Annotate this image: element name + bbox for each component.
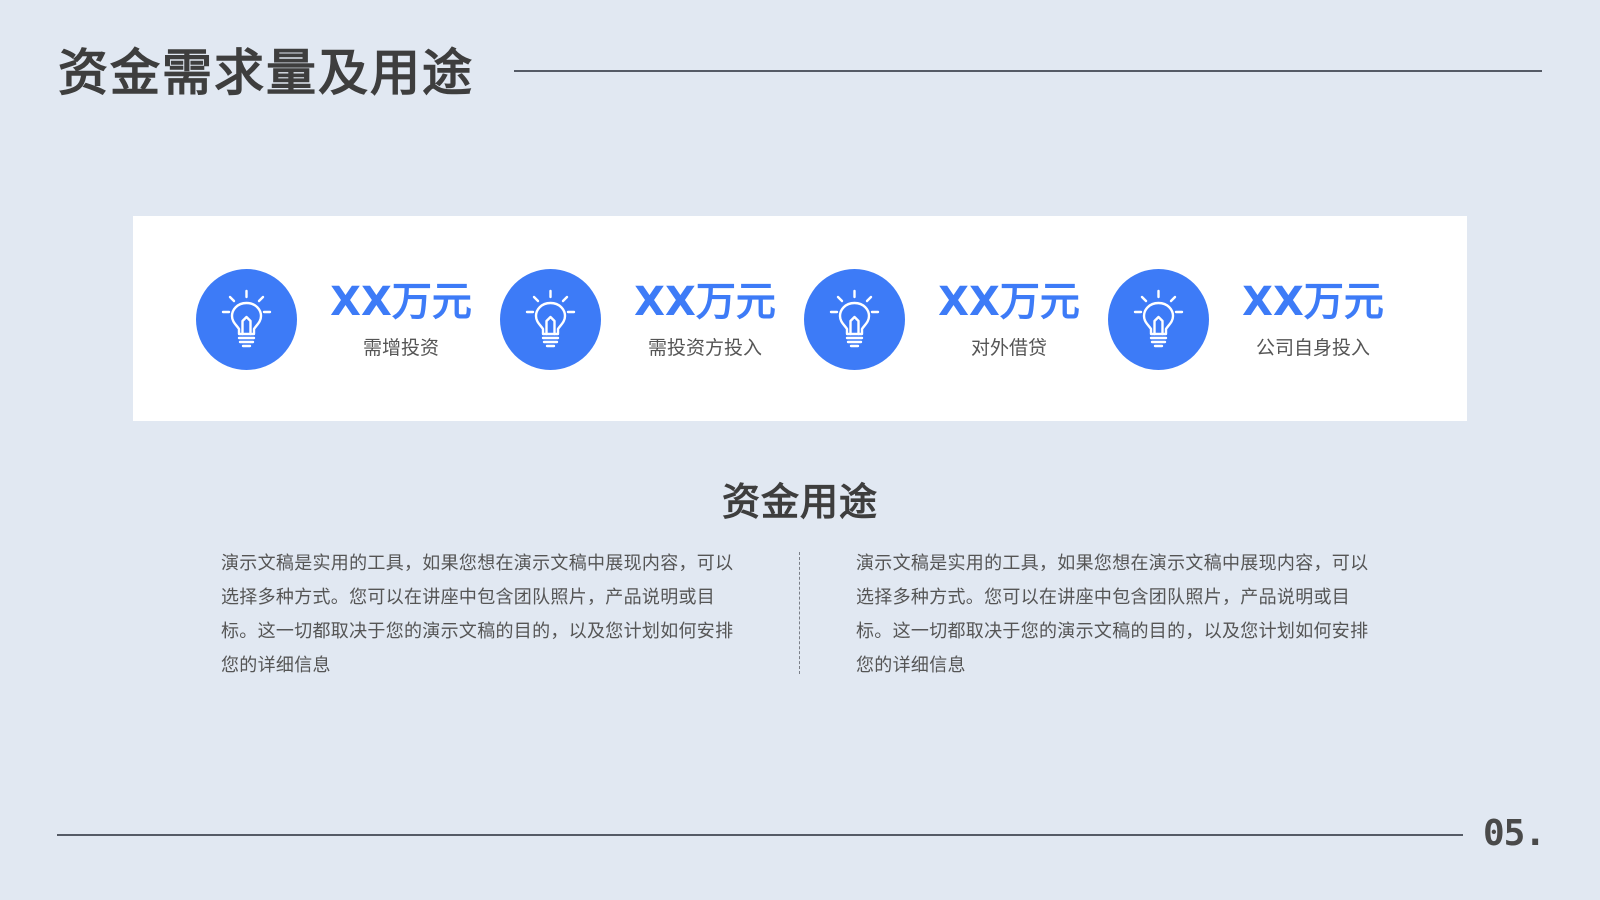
stat-label: 对外借贷 xyxy=(970,337,1047,359)
stat-label: 需增投资 xyxy=(362,337,439,359)
stat-icon-circle xyxy=(804,269,905,370)
lightbulb-icon xyxy=(829,289,880,348)
lightbulb-icon xyxy=(525,289,576,348)
stat-label: 公司自身投入 xyxy=(1255,337,1370,359)
stat-value: XX万元 xyxy=(1242,279,1384,325)
stat-icon-circle xyxy=(1108,269,1209,370)
bottom-divider xyxy=(57,834,1463,836)
stat-item-2: XX万元 需投资方投入 xyxy=(500,269,790,371)
stat-item-1: XX万元 需增投资 xyxy=(196,269,486,371)
stat-item-4: XX万元 公司自身投入 xyxy=(1108,269,1398,371)
left-text-block: 演示文稿是实用的工具，如果您想在演示文稿中展现内容，可以选择多种方式。您可以在讲… xyxy=(221,553,734,676)
stat-icon-circle xyxy=(500,269,601,370)
stat-value: XX万元 xyxy=(634,279,776,325)
page-number: 05. xyxy=(1483,813,1546,854)
right-text-block: 演示文稿是实用的工具，如果您想在演示文稿中展现内容，可以选择多种方式。您可以在讲… xyxy=(856,553,1369,676)
stat-item-3: XX万元 对外借贷 xyxy=(804,269,1094,371)
stat-value: XX万元 xyxy=(330,279,472,325)
lightbulb-icon xyxy=(221,289,272,348)
stat-icon-circle xyxy=(196,269,297,370)
stat-value: XX万元 xyxy=(938,279,1080,325)
top-divider xyxy=(514,70,1542,72)
slide-title: 资金需求量及用途 xyxy=(58,44,474,102)
lightbulb-icon xyxy=(1133,289,1184,348)
stats-panel: XX万元 需增投资 XX万元 需投资方投入 xyxy=(133,216,1467,421)
stat-label: 需投资方投入 xyxy=(647,337,762,359)
section-title: 资金用途 xyxy=(721,480,878,524)
column-divider xyxy=(799,552,800,674)
